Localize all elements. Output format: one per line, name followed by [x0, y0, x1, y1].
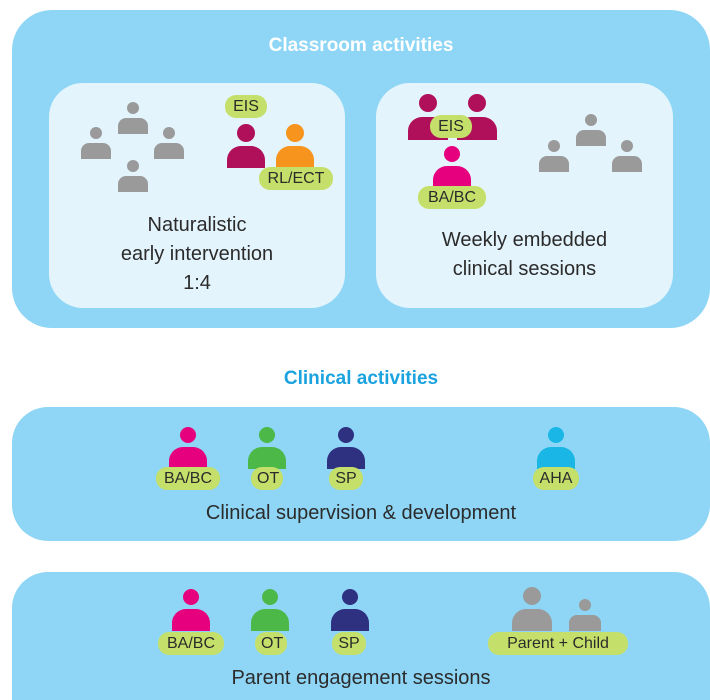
- naturalistic-caption-line1: Naturalistic: [147, 214, 247, 236]
- eis-badge: EIS: [225, 95, 267, 118]
- child-person-icon: [576, 114, 606, 146]
- ot-badge: OT: [255, 632, 287, 655]
- clinical-title: Clinical activities: [283, 368, 439, 389]
- eis-badge: EIS: [430, 115, 472, 138]
- ba-bc-badge: BA/BC: [158, 632, 224, 655]
- weekly-sessions-caption-line1: Weekly embedded: [441, 229, 608, 251]
- child-person-icon: [569, 599, 601, 631]
- aha-badge: AHA: [533, 467, 579, 490]
- ot-person-icon: [251, 589, 289, 631]
- ba-bc-badge: BA/BC: [418, 186, 486, 209]
- naturalistic-caption: Naturalistic early intervention 1:4: [49, 211, 345, 298]
- sp-person-icon: [327, 427, 365, 469]
- parent-child-badge: Parent + Child: [488, 632, 628, 655]
- eis-person-icon: [227, 124, 265, 168]
- child-person-icon: [612, 140, 642, 172]
- ba-bc-person-icon: [169, 427, 207, 469]
- ot-badge: OT: [251, 467, 283, 490]
- ba-bc-badge: BA/BC: [156, 467, 220, 490]
- sp-badge: SP: [329, 467, 363, 490]
- sp-person-icon: [331, 589, 369, 631]
- naturalistic-caption-line2: early intervention: [120, 243, 274, 265]
- aha-person-icon: [537, 427, 575, 469]
- ba-bc-person-icon: [172, 589, 210, 631]
- naturalistic-card: [49, 83, 345, 308]
- ot-person-icon: [248, 427, 286, 469]
- naturalistic-caption-line3: 1:4: [183, 272, 211, 294]
- ba-bc-person-icon: [433, 146, 471, 188]
- sp-badge: SP: [332, 632, 366, 655]
- child-person-icon: [539, 140, 569, 172]
- parent-person-icon: [512, 587, 552, 631]
- rl-ect-badge: RL/ECT: [259, 167, 333, 190]
- weekly-sessions-caption-line2: clinical sessions: [452, 258, 597, 280]
- supervision-caption: Clinical supervision & development: [205, 502, 517, 524]
- classroom-title: Classroom activities: [268, 35, 454, 56]
- weekly-sessions-caption: Weekly embedded clinical sessions: [376, 226, 673, 284]
- rl-ect-person-icon: [276, 124, 314, 168]
- child-person-icon: [118, 160, 148, 192]
- parent-engagement-caption: Parent engagement sessions: [231, 667, 491, 689]
- child-person-icon: [81, 127, 111, 159]
- child-person-icon: [154, 127, 184, 159]
- child-person-icon: [118, 102, 148, 134]
